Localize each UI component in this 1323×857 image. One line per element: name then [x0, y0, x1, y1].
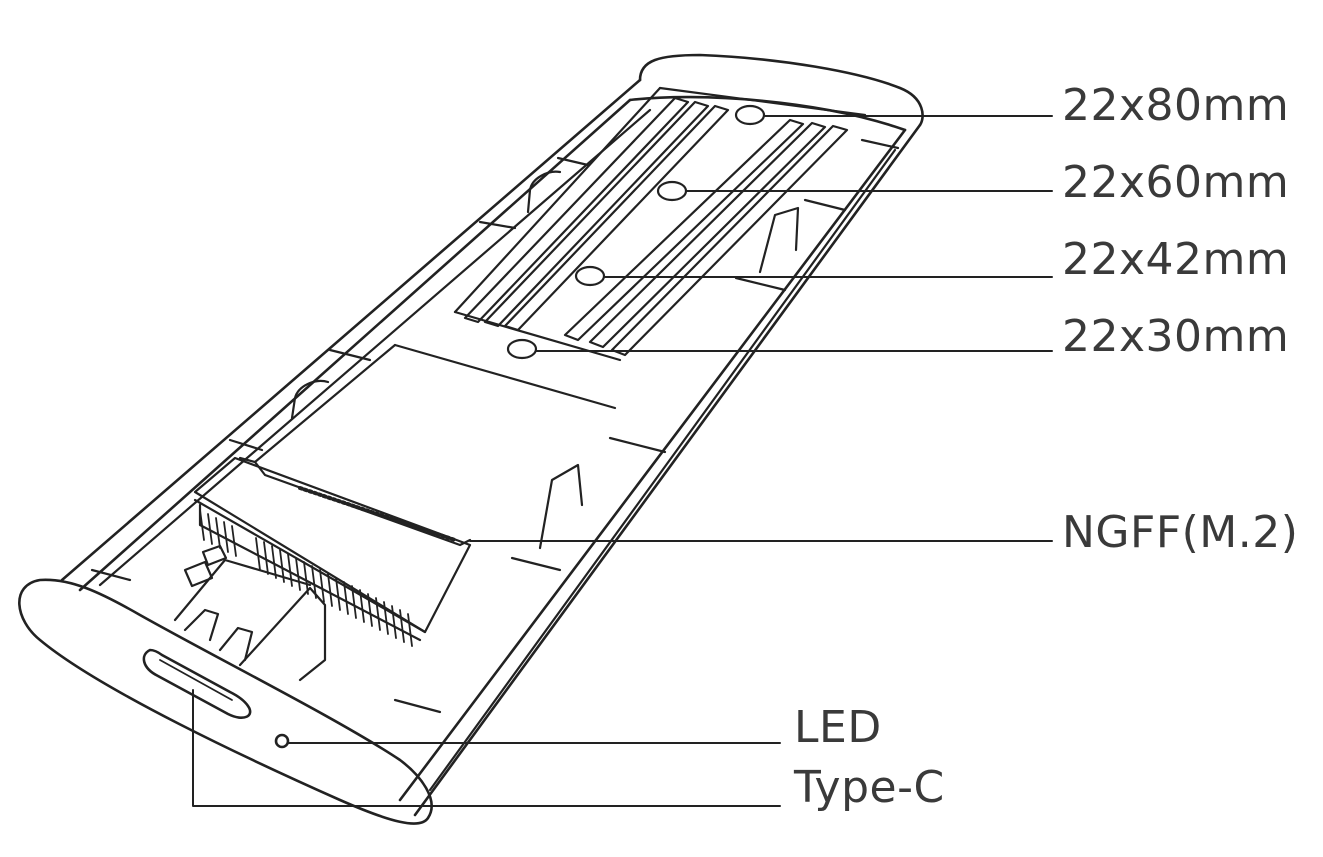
label-22x30mm: 22x30mm — [1062, 311, 1290, 362]
callout-leaders — [192, 115, 1053, 807]
led-indicator — [274, 733, 290, 749]
usb-c-port — [142, 648, 252, 719]
right-rail — [393, 138, 900, 792]
enclosure-shell — [60, 53, 924, 817]
m2-connector — [193, 456, 472, 647]
ssd-card — [238, 343, 472, 547]
pcb-components — [173, 544, 327, 682]
mount-slots — [463, 96, 849, 357]
label-22x80mm: 22x80mm — [1062, 80, 1290, 131]
leader-typec — [192, 689, 781, 807]
label-type-c: Type-C — [794, 762, 945, 813]
hole-22x30 — [506, 338, 538, 360]
label-led: LED — [794, 702, 882, 753]
connector-pins — [199, 509, 413, 647]
label-22x60mm: 22x60mm — [1062, 157, 1290, 208]
left-rail — [90, 108, 652, 587]
hole-22x80 — [734, 104, 766, 126]
front-end-cap — [18, 578, 433, 825]
hole-22x60 — [656, 180, 688, 202]
label-22x42mm: 22x42mm — [1062, 234, 1290, 285]
label-ngff-m2: NGFF(M.2) — [1062, 507, 1299, 558]
hole-22x42 — [574, 265, 606, 287]
